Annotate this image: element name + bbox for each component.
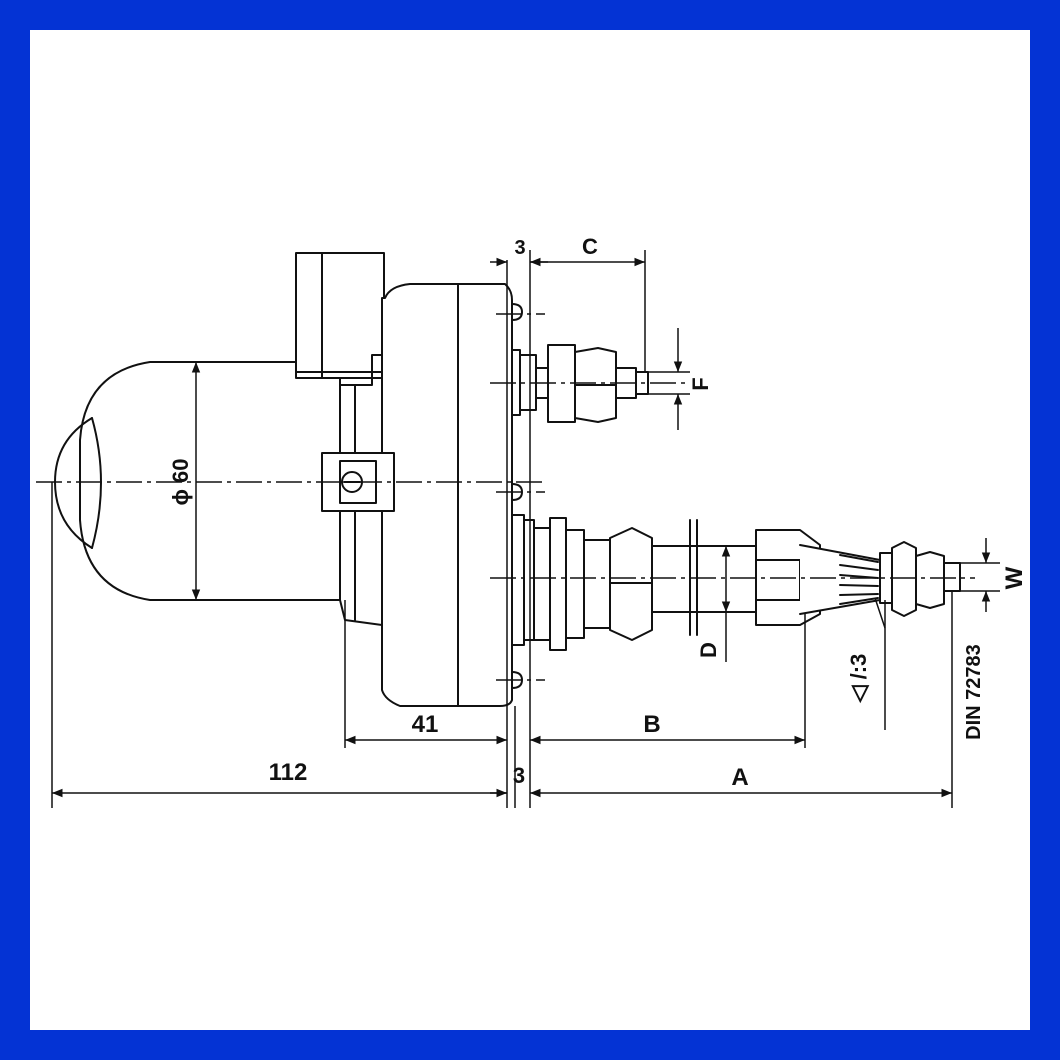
spindle-assembly [533, 517, 961, 651]
dim-W-label: W [1001, 566, 1028, 589]
dim-41-label: 41 [412, 711, 439, 738]
dim-phi60-label: ϕ 60 [168, 458, 193, 505]
center-lines [36, 313, 975, 681]
dim-3-top-label: 3 [514, 237, 525, 259]
dim-3-bottom-label: 3 [513, 763, 525, 788]
dim-112-label: 112 [269, 759, 308, 786]
dim-A-label: A [731, 764, 748, 791]
taper-label: ◁ /:3 [846, 654, 871, 704]
din-standard-label: DIN 72783 [963, 644, 985, 740]
motor-body [54, 361, 341, 601]
dim-B-label: B [643, 711, 660, 738]
terminal-block [295, 252, 385, 379]
dim-F-label: F [688, 377, 713, 390]
dim-C-label: C [582, 234, 598, 259]
dimension-lines [51, 250, 1000, 808]
dim-D-label: D [696, 642, 721, 658]
